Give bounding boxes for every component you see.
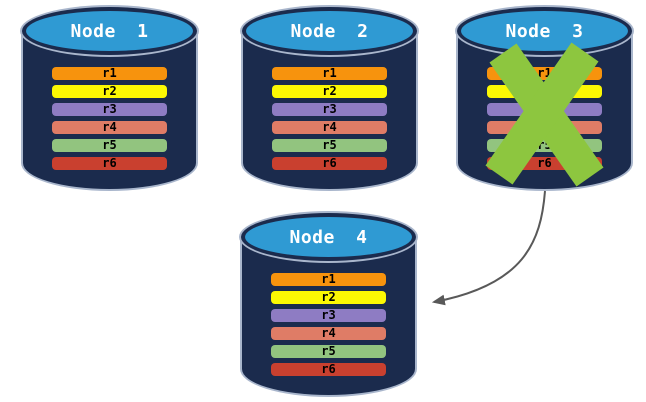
replica-label: r3 [321, 308, 336, 322]
replica-label: r4 [102, 120, 117, 134]
node-label: Node 1 [70, 20, 149, 42]
node-label: Node 4 [289, 226, 368, 248]
replica-label: r2 [322, 84, 337, 98]
replica-bar: r4 [271, 327, 386, 340]
replica-label: r1 [322, 66, 337, 80]
replica-list: r1 r2 r3 r4 r5 r6 [272, 67, 387, 170]
replica-label: r1 [321, 272, 336, 286]
replica-list: r1 r2 r3 r4 r5 r6 [271, 273, 386, 376]
replica-bar: r5 [271, 345, 386, 358]
replica-bar: r3 [272, 103, 387, 116]
replica-label: r2 [102, 84, 117, 98]
replica-label: r4 [322, 120, 337, 134]
replica-label: r4 [321, 326, 336, 340]
replica-label: r6 [102, 156, 117, 170]
replica-list: r1 r2 r3 r4 r5 r6 [52, 67, 167, 170]
failure-x-icon [485, 42, 604, 187]
replica-bar: r1 [272, 67, 387, 80]
cylinder-top: Node 2 [242, 7, 417, 55]
replica-bar: r6 [271, 363, 386, 376]
replica-label: r6 [322, 156, 337, 170]
replica-bar: r2 [52, 85, 167, 98]
replica-bar: r1 [52, 67, 167, 80]
replica-bar: r6 [52, 157, 167, 170]
replica-label: r5 [321, 344, 336, 358]
node-1: Node 1 r1 r2 r3 r4 r5 r6 [21, 7, 198, 191]
replica-bar: r4 [272, 121, 387, 134]
replica-bar: r3 [271, 309, 386, 322]
replica-label: r5 [322, 138, 337, 152]
replica-bar: r4 [52, 121, 167, 134]
cylinder-top: Node 1 [22, 7, 197, 55]
cylinder-top: Node 3 [457, 7, 632, 55]
replica-bar: r5 [272, 139, 387, 152]
replica-label: r6 [537, 156, 552, 170]
replica-label: r5 [102, 138, 117, 152]
replica-bar: r2 [271, 291, 386, 304]
node-label: Node 3 [505, 20, 584, 42]
node-4: Node 4 r1 r2 r3 r4 r5 r6 [240, 213, 417, 397]
replica-bar: r2 [272, 85, 387, 98]
node-2: Node 2 r1 r2 r3 r4 r5 r6 [241, 7, 418, 191]
cylinder-top: Node 4 [241, 213, 416, 261]
node-label: Node 2 [290, 20, 369, 42]
replica-bar: r5 [52, 139, 167, 152]
replica-label: r1 [102, 66, 117, 80]
replica-label: r2 [321, 290, 336, 304]
replica-label: r3 [102, 102, 117, 116]
replica-label: r6 [321, 362, 336, 376]
replica-bar: r3 [52, 103, 167, 116]
replica-label: r3 [322, 102, 337, 116]
replica-bar: r1 [271, 273, 386, 286]
replica-bar: r6 [272, 157, 387, 170]
